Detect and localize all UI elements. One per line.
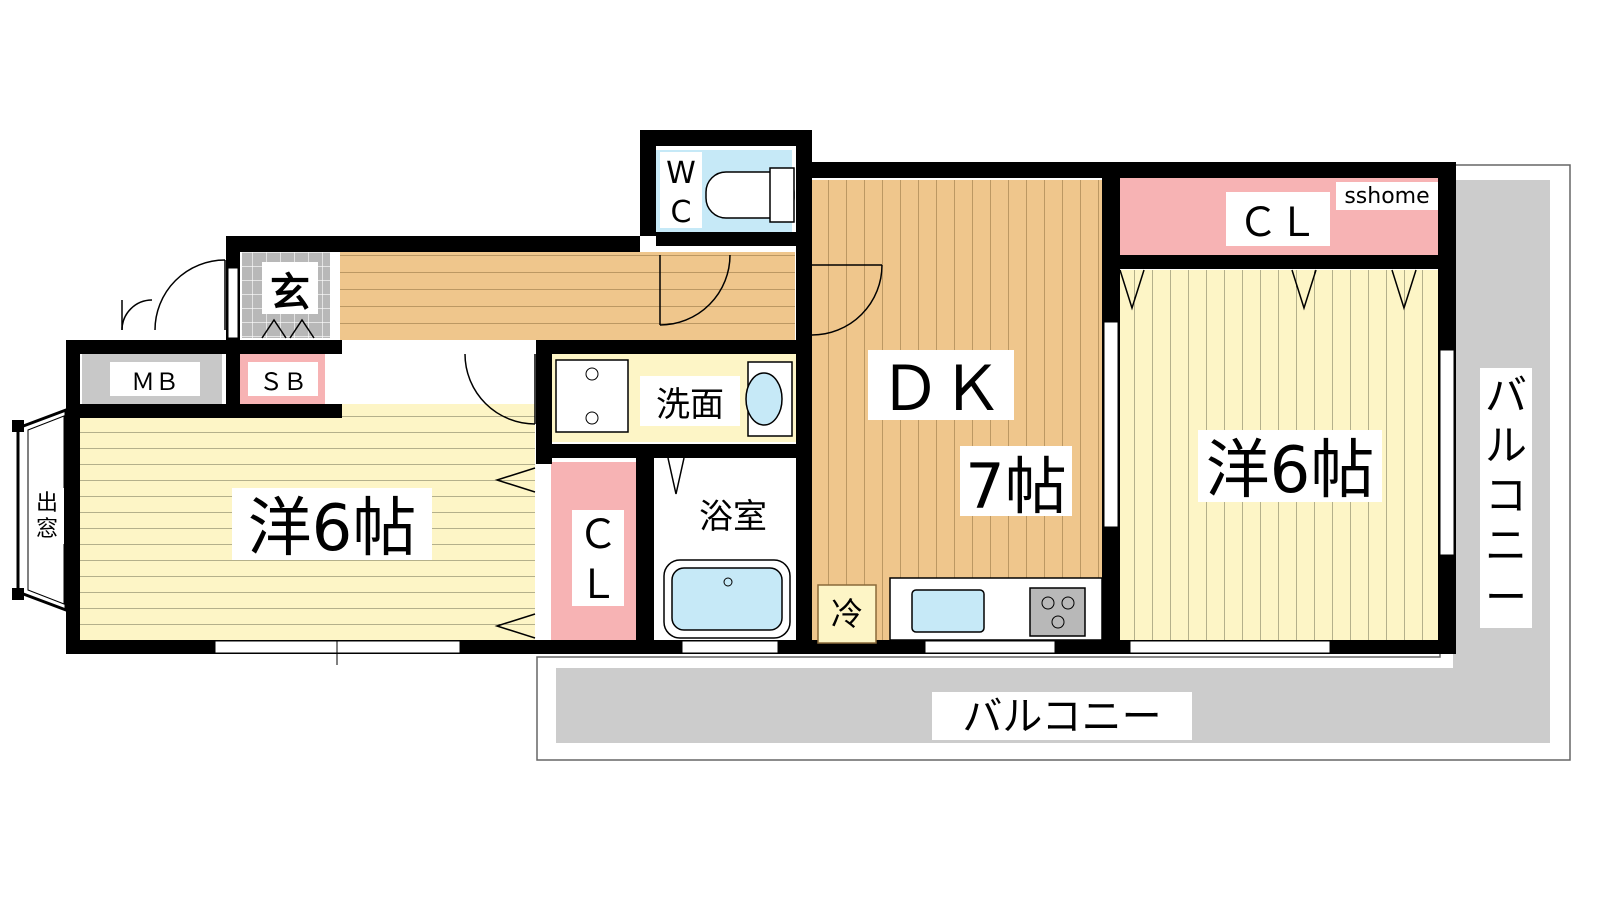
washbasin-icon (745, 361, 793, 437)
balcony-right-char-1: バ (1485, 371, 1527, 420)
mb-label: ＭＢ (131, 368, 179, 396)
cl-mid-label-c: Ｃ (578, 512, 618, 558)
balcony-right-char-2: ル (1485, 421, 1527, 470)
balcony-right-char-3: コ (1485, 471, 1527, 520)
balcony-right-char-5: ー (1485, 573, 1527, 622)
demado-label-1: 出 (36, 491, 58, 516)
doors (121, 254, 1417, 639)
balcony-bottom-label: バルコニー (962, 694, 1161, 740)
genkan-label: 玄 (270, 270, 310, 316)
balcony (536, 164, 1571, 761)
label-backgrounds (30, 152, 1532, 740)
sb-label: ＳＢ (259, 368, 307, 396)
balcony-right-char-4: ニ (1485, 521, 1527, 570)
cl-top-label: ＣＬ (1238, 200, 1318, 246)
watermark-label: sshome (1344, 184, 1429, 209)
west-room-label: 洋6帖 (248, 492, 417, 566)
wc-label-w: W (666, 156, 696, 191)
wc-label-c: C (671, 195, 692, 230)
toilet-icon (705, 167, 795, 223)
east-room-label: 洋6帖 (1206, 434, 1375, 508)
dk-size-label: 7帖 (965, 450, 1066, 523)
bathtub-icon (663, 559, 791, 639)
demado-label-2: 窓 (36, 517, 58, 542)
yokushitsu-label: 浴室 (699, 497, 767, 537)
senmen-label: 洗面 (656, 385, 724, 425)
fridge-label: 冷 (831, 595, 863, 633)
fridge-box (817, 584, 877, 644)
washing-machine-icon (555, 359, 629, 433)
hallway-floor (340, 252, 795, 340)
dk-name-label: ＤＫ (879, 352, 1003, 425)
windows (214, 267, 1455, 665)
stove-icon (1029, 587, 1086, 637)
cl-mid-label-l: Ｌ (578, 562, 618, 608)
